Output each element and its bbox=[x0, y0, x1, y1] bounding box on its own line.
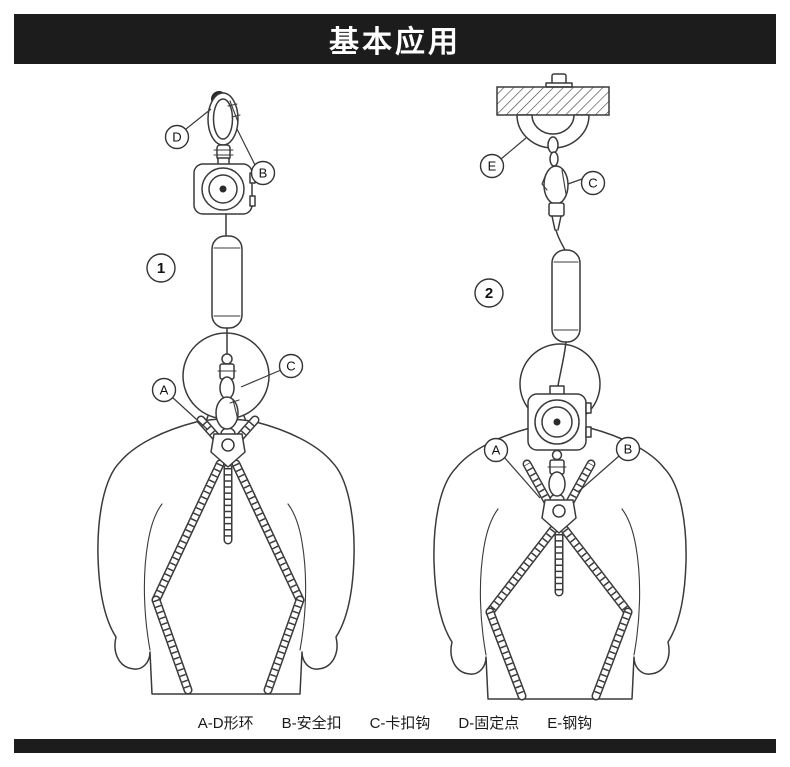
figure-2-illustration: E C A B 2 bbox=[433, 73, 687, 720]
svg-text:C: C bbox=[588, 176, 597, 191]
legend: A-D形环 B-安全扣 C-卡扣钩 D-固定点 E-钢钩 bbox=[14, 710, 776, 734]
callout-b: B bbox=[236, 128, 276, 186]
page-title: 基本应用 bbox=[329, 26, 461, 59]
steel-hook-bracket bbox=[516, 114, 590, 149]
callout-b: B bbox=[577, 436, 641, 493]
anchor-plate bbox=[496, 73, 610, 116]
callout-a: A bbox=[483, 437, 541, 499]
legend-item-d: D-固定点 bbox=[458, 714, 520, 732]
callout-c: C bbox=[567, 170, 606, 196]
header-bar: 基本应用 bbox=[14, 14, 776, 64]
svg-text:C: C bbox=[286, 359, 295, 374]
callout-e: E bbox=[479, 137, 527, 179]
shock-absorber-1 bbox=[211, 235, 243, 329]
harness-straps-1 bbox=[156, 420, 300, 690]
snap-hook-2 bbox=[541, 136, 569, 251]
legend-item-c: C-卡扣钩 bbox=[369, 714, 431, 732]
figure-1-illustration: D B C A 1 bbox=[97, 91, 355, 695]
callout-a: A bbox=[151, 377, 208, 430]
figure-number-1: 1 bbox=[146, 253, 176, 283]
harness-straps-2 bbox=[490, 464, 628, 696]
svg-text:2: 2 bbox=[485, 285, 493, 302]
svg-text:A: A bbox=[160, 383, 169, 398]
svg-text:1: 1 bbox=[157, 260, 165, 277]
quick-link-1 bbox=[213, 144, 234, 161]
legend-item-b: B-安全扣 bbox=[281, 714, 342, 732]
svg-text:E: E bbox=[488, 159, 497, 174]
shock-absorber-2 bbox=[551, 249, 581, 343]
anchor-carabiner-1 bbox=[207, 91, 241, 146]
svg-text:D: D bbox=[172, 130, 181, 145]
svg-text:B: B bbox=[259, 166, 268, 181]
footer-bar bbox=[14, 739, 776, 753]
callout-d: D bbox=[164, 108, 212, 150]
legend-item-a: A-D形环 bbox=[197, 714, 254, 732]
svg-text:A: A bbox=[492, 443, 501, 458]
legend-item-e: E-钢钩 bbox=[547, 714, 593, 732]
callout-c: C bbox=[240, 353, 304, 388]
retractable-device-2 bbox=[527, 385, 592, 497]
svg-text:B: B bbox=[624, 442, 633, 457]
snap-hook-1 bbox=[215, 353, 240, 430]
retractable-device-1 bbox=[193, 157, 256, 215]
figure-number-2: 2 bbox=[474, 278, 504, 308]
